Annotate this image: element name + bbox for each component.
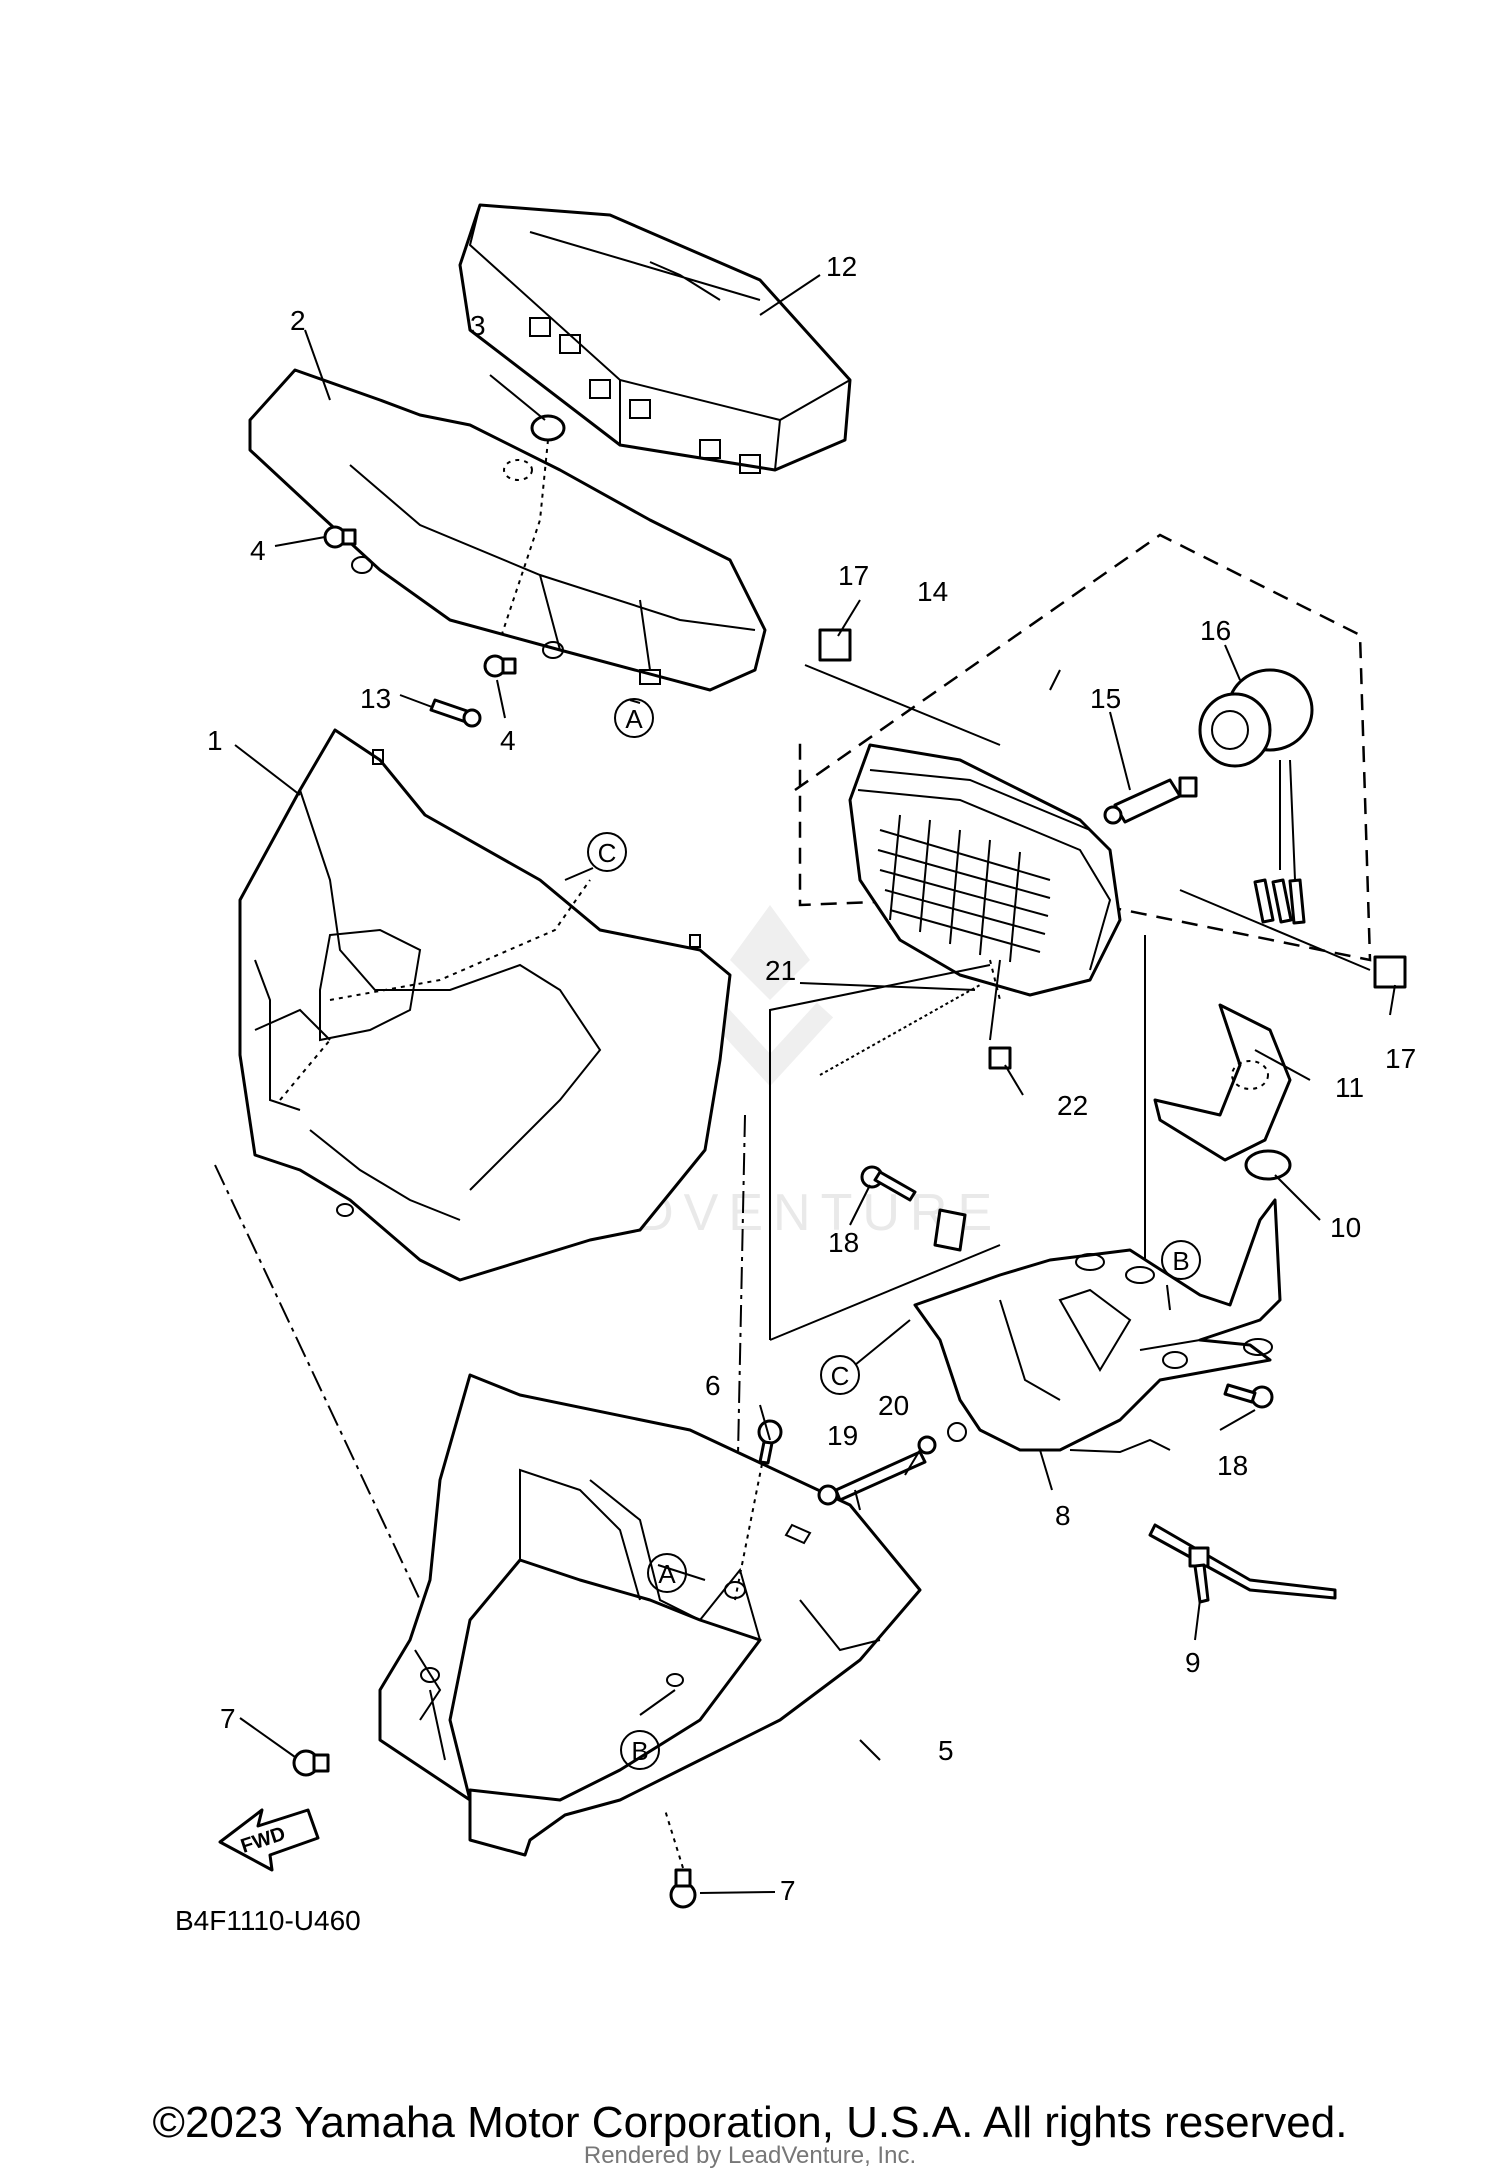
part-number: 8: [1055, 1500, 1071, 1531]
rivet: [323, 525, 357, 549]
bolt: [817, 1450, 927, 1506]
svg-text:C: C: [831, 1361, 850, 1391]
lower-cowl: [378, 1373, 922, 1857]
headlight: [848, 743, 1122, 1001]
bracket: [1153, 1003, 1292, 1162]
svg-text:A: A: [658, 1559, 676, 1589]
part-number: 12: [826, 251, 857, 282]
part-number: 22: [1057, 1090, 1088, 1121]
ref-marker-B: B: [620, 1730, 660, 1770]
svg-text:A: A: [625, 704, 643, 734]
part-number: 6: [705, 1370, 721, 1401]
svg-text:B: B: [631, 1736, 648, 1766]
bolt: [1223, 1383, 1274, 1409]
rivet: [292, 1749, 330, 1777]
part-number: 13: [360, 683, 391, 714]
part-number: 11: [1335, 1072, 1364, 1103]
part-number: 4: [500, 725, 516, 756]
headlight-bulb: [1103, 776, 1198, 825]
rivet: [669, 1868, 697, 1909]
part-number: 18: [828, 1227, 859, 1258]
grommet: [530, 414, 566, 442]
part-number: 15: [1090, 683, 1121, 714]
part-number: 17: [1385, 1043, 1416, 1074]
reference-markers: A A B B C C: [587, 698, 1201, 1770]
part-number: 9: [1185, 1647, 1201, 1678]
ref-marker-B: B: [1161, 1240, 1201, 1280]
damper: [1244, 1149, 1292, 1181]
front-cowl: [238, 728, 732, 1282]
washer: [917, 1435, 937, 1455]
svg-text:C: C: [598, 838, 617, 868]
clip: [818, 628, 852, 662]
adjust-nut: [988, 1046, 1012, 1070]
part-number: 14: [917, 576, 948, 607]
part-number: 19: [827, 1420, 858, 1451]
svg-text:B: B: [1172, 1246, 1189, 1276]
part-number: 20: [878, 1390, 909, 1421]
part-number: 5: [938, 1735, 954, 1766]
fwd-arrow: FWD: [218, 1808, 320, 1872]
part-number: 7: [780, 1875, 796, 1906]
rendered-by-credit: Rendered by LeadVenture, Inc.: [583, 2142, 917, 2169]
part-number: 1: [207, 725, 223, 756]
part-number: 10: [1330, 1212, 1361, 1243]
part-number: 7: [220, 1703, 236, 1734]
ref-marker-C: C: [820, 1355, 860, 1395]
part-number: 2: [290, 305, 306, 336]
part-number: 21: [765, 955, 796, 986]
part-number: 18: [1217, 1450, 1248, 1481]
part-number: 4: [250, 535, 266, 566]
adjust-spring: [819, 984, 981, 1076]
meter-cover: [248, 368, 767, 692]
copyright-notice: ©2023 Yamaha Motor Corporation, U.S.A. A…: [152, 2098, 1348, 2147]
headlight-group-outline: [794, 533, 1372, 962]
rivet: [483, 654, 517, 678]
ref-marker-C: C: [587, 832, 627, 872]
ref-marker-A: A: [614, 698, 654, 738]
clip: [1373, 955, 1407, 989]
leader-lines: [234, 274, 1396, 1894]
bolt: [429, 698, 482, 728]
part-number: 3: [470, 310, 486, 341]
drawing-code: B4F1110-U460: [175, 1905, 361, 1936]
bolt: [757, 1419, 783, 1465]
part-number: 17: [838, 560, 869, 591]
ref-marker-A: A: [647, 1553, 687, 1593]
meter-assembly: [458, 203, 852, 474]
cable-tie: [1148, 1523, 1337, 1604]
part-number-labels: 1 2 3 4 4 5 6 7 7 8 9 10 11 12 13 14 15 …: [207, 251, 1416, 1906]
part-number: 16: [1200, 615, 1231, 646]
bulb-socket: [1198, 668, 1314, 925]
headlight-stay: [913, 1198, 1282, 1454]
bolt: [860, 1165, 917, 1202]
